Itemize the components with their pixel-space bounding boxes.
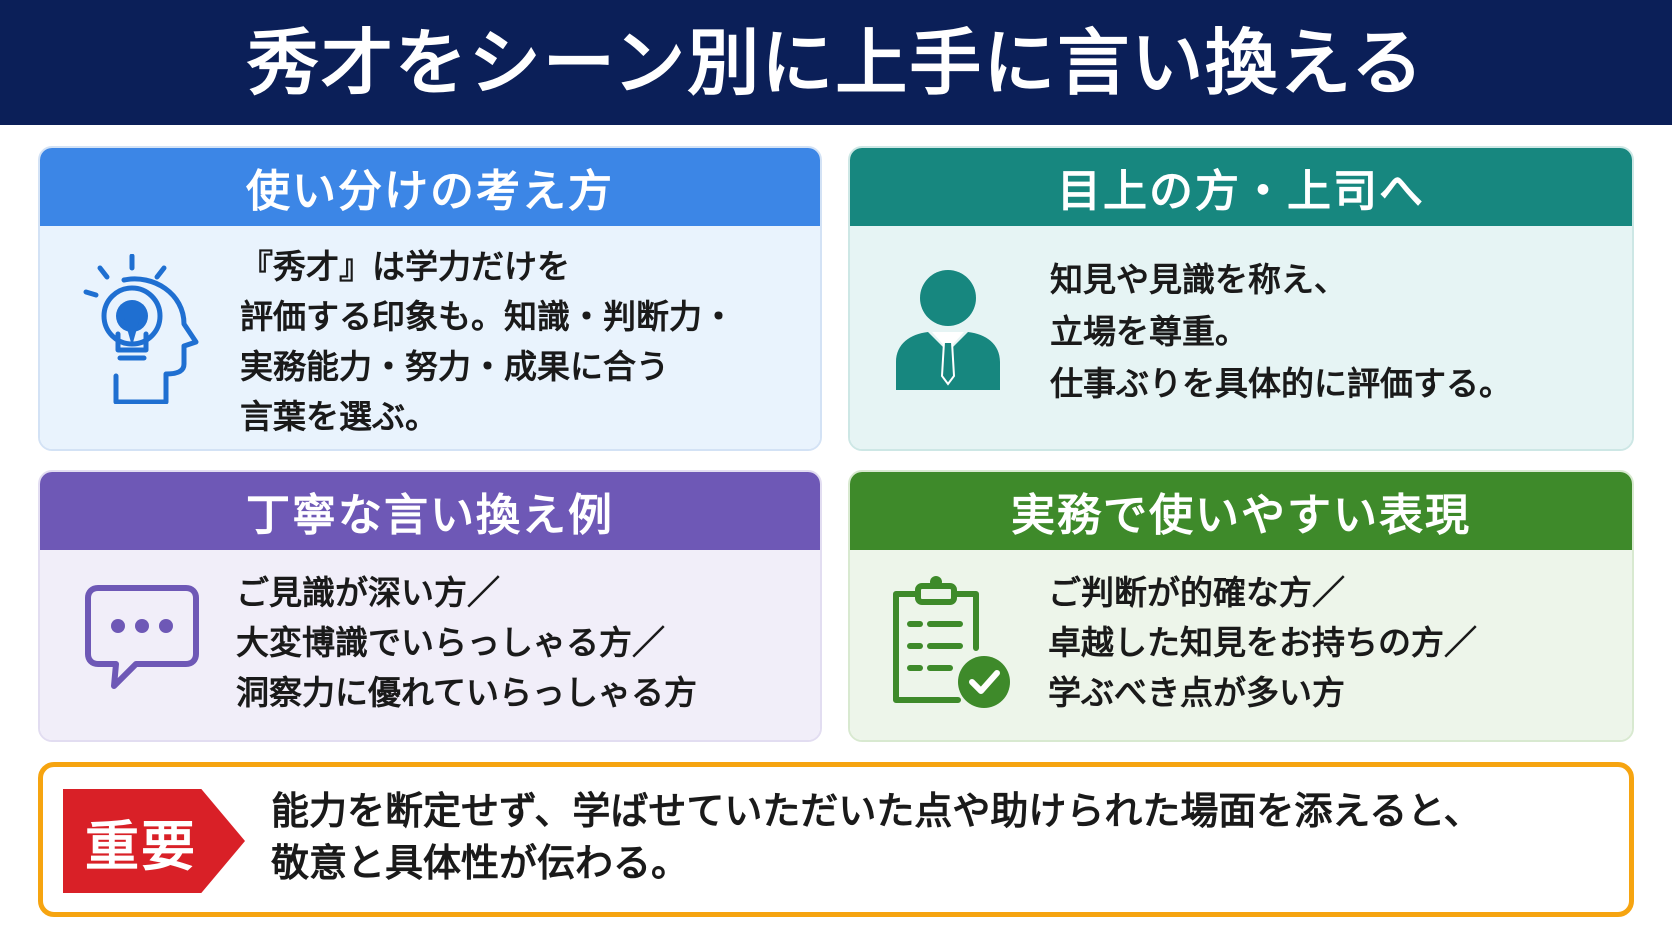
card-body: 『秀才』は学力だけを 評価する印象も。知識・判断力・ 実務能力・努力・成果に合う…	[40, 226, 820, 449]
card-heading: 目上の方・上司へ	[850, 148, 1632, 226]
card-text: ご見識が深い方／ 大変博識でいらっしゃる方／ 洞察力に優れていらっしゃる方	[236, 568, 697, 718]
card-line: ご見識が深い方／	[236, 573, 500, 612]
card-usage-approach: 使い分けの考え方 『秀才』は学力だけを 評価する印象も。知識・判断力・ 実務能力…	[38, 146, 822, 451]
clipboard-check-icon	[893, 576, 1010, 708]
card-body: ご見識が深い方／ 大変博識でいらっしゃる方／ 洞察力に優れていらっしゃる方	[40, 550, 820, 740]
card-practical-expressions: 実務で使いやすい表現 ご判断が的確な方／ 卓越した知見をお持ちの方／ 学ぶべき点…	[848, 470, 1634, 742]
page-title: 秀才をシーン別に上手に言い換える	[246, 20, 1426, 105]
card-heading: 丁寧な言い換え例	[40, 472, 820, 550]
card-line: 立場を尊重。	[1050, 312, 1248, 352]
card-line: 知見や見識を称え、	[1050, 260, 1347, 299]
important-line: 敬意と具体性が伝わる。	[271, 841, 690, 886]
speech-bubble-icon	[85, 585, 199, 689]
card-heading: 実務で使いやすい表現	[850, 472, 1632, 550]
important-line: 能力を断定せず、学ばせていただいた点や助けられた場面を添えると、	[271, 789, 1482, 833]
card-line: 評価する印象も。知識・判断力・	[240, 297, 735, 337]
card-line: 『秀才』は学力だけを	[240, 247, 570, 286]
card-text: 『秀才』は学力だけを 評価する印象も。知識・判断力・ 実務能力・努力・成果に合う…	[240, 242, 735, 443]
title-banner: 秀才をシーン別に上手に言い換える	[0, 0, 1672, 125]
card-to-superiors: 目上の方・上司へ 知見や見識を称え、 立場を尊重。 仕事ぶりを具体的に評価する。	[848, 146, 1634, 451]
card-line: 学ぶべき点が多い方	[1048, 673, 1345, 713]
card-line: 言葉を選ぶ。	[240, 397, 438, 437]
card-heading: 使い分けの考え方	[40, 148, 820, 226]
card-line: ご判断が的確な方／	[1048, 573, 1345, 612]
important-note: 重要 能力を断定せず、学ばせていただいた点や助けられた場面を添えると、 敬意と具…	[38, 762, 1634, 917]
card-text: ご判断が的確な方／ 卓越した知見をお持ちの方／ 学ぶべき点が多い方	[1048, 568, 1477, 718]
card-line: 洞察力に優れていらっしゃる方	[236, 673, 698, 713]
card-text: 知見や見識を称え、 立場を尊重。 仕事ぶりを具体的に評価する。	[1050, 254, 1512, 410]
card-body: ご判断が的確な方／ 卓越した知見をお持ちの方／ 学ぶべき点が多い方	[850, 550, 1632, 740]
important-text: 能力を断定せず、学ばせていただいた点や助けられた場面を添えると、 敬意と具体性が…	[271, 785, 1482, 890]
card-line: 大変博識でいらっしゃる方／	[236, 623, 665, 663]
businessperson-icon	[896, 270, 1000, 390]
important-badge: 重要	[63, 789, 245, 893]
card-line: 実務能力・努力・成果に合う	[240, 347, 669, 387]
card-line: 仕事ぶりを具体的に評価する。	[1050, 364, 1512, 404]
card-line: 卓越した知見をお持ちの方／	[1048, 623, 1477, 663]
lightbulb-head-icon	[83, 254, 199, 404]
card-polite-examples: 丁寧な言い換え例 ご見識が深い方／ 大変博識でいらっしゃる方／ 洞察力に優れてい…	[38, 470, 822, 742]
card-body: 知見や見識を称え、 立場を尊重。 仕事ぶりを具体的に評価する。	[850, 226, 1632, 449]
